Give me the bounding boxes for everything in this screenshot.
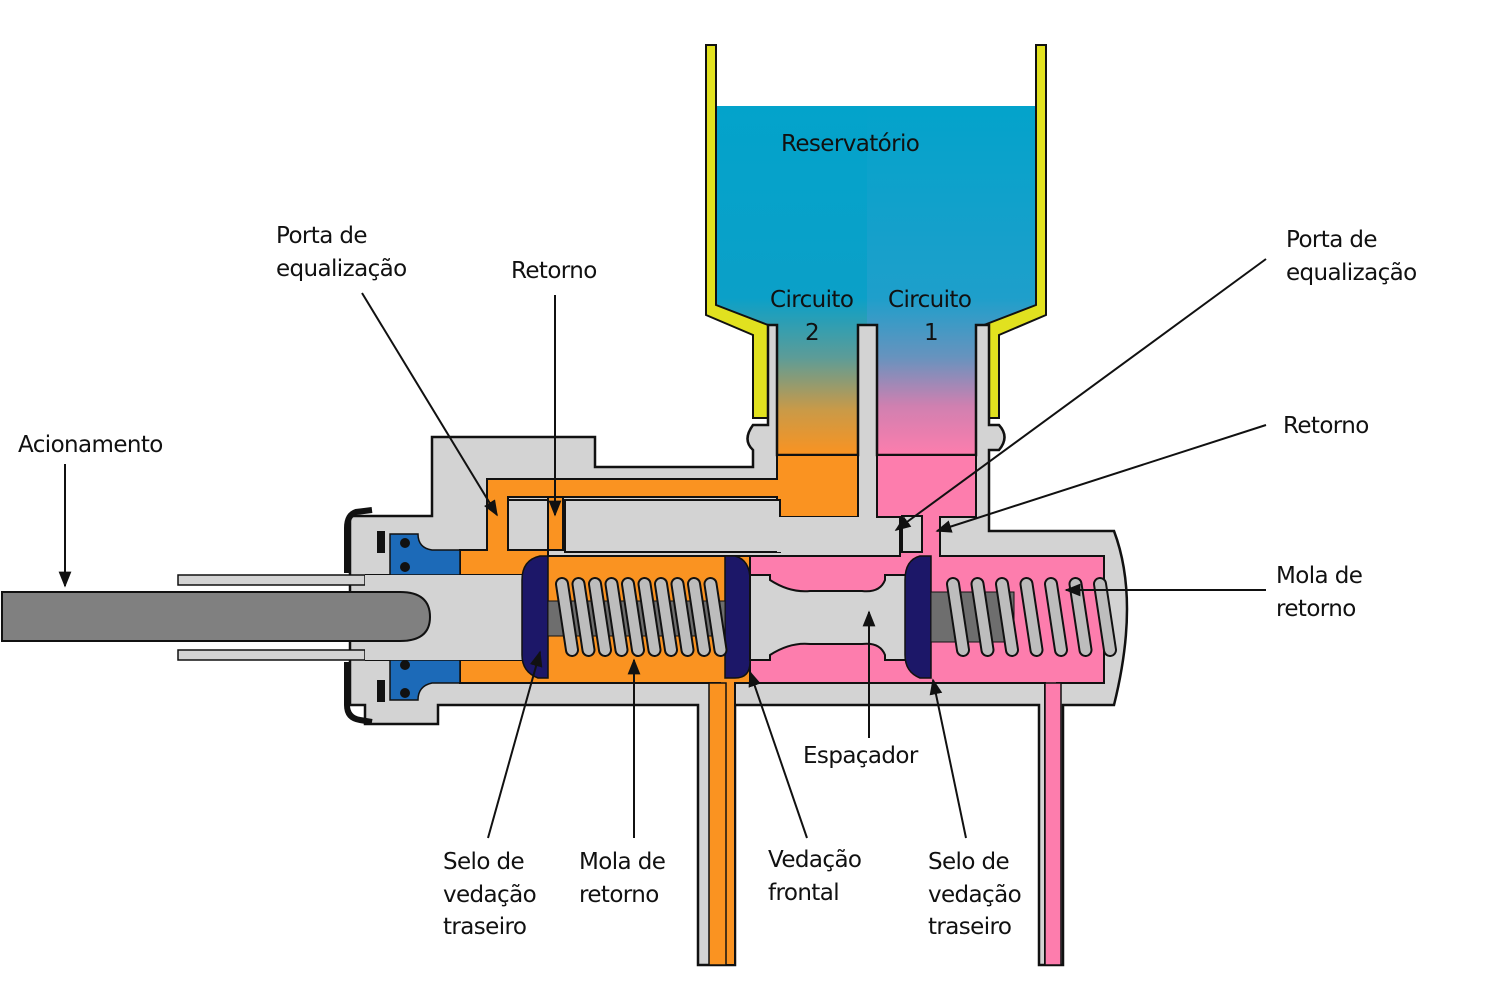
leader-porta-eq-right <box>894 258 1267 531</box>
primary-return-spring <box>547 577 728 657</box>
secondary-spring-coil <box>1021 579 1042 655</box>
pushrod <box>1 591 432 642</box>
label-circuito-1: Circuito <box>888 287 971 313</box>
label-retorno-right: Retorno <box>1283 413 1369 439</box>
reservoir <box>705 44 1047 455</box>
o-ring <box>400 538 410 548</box>
label-mola-bottom-2: retorno <box>579 882 659 908</box>
primary-spring-coil <box>606 579 627 655</box>
primary-spring-coil <box>573 579 594 655</box>
secondary-spring-coil <box>997 579 1017 655</box>
reservoir-fluid-circuit-1 <box>867 106 1036 455</box>
label-selo-right-3: traseiro <box>928 914 1011 940</box>
label-selo-right-1: Selo de <box>928 849 1009 875</box>
circuit-1-outlet <box>1044 682 1062 966</box>
secondary-spring-coil <box>1095 579 1115 655</box>
label-porta-eq-left-2: equalização <box>276 256 407 282</box>
reservoir-wall-left <box>705 44 769 419</box>
secondary-spring-coil <box>972 579 993 655</box>
label-circuito-2: Circuito <box>770 287 853 313</box>
o-ring <box>400 562 410 572</box>
label-selo-left-3: traseiro <box>443 914 526 940</box>
label-selo-left-1: Selo de <box>443 849 524 875</box>
primary-spring-coil <box>705 579 726 655</box>
label-espacador: Espaçador <box>803 743 919 769</box>
primary-spring-coil <box>639 579 660 655</box>
label-reservatorio: Reservatório <box>781 131 919 157</box>
label-porta-eq-right-2: equalização <box>1286 260 1417 286</box>
leader-vedacao-frontal <box>748 670 808 839</box>
primary-spring-coil <box>557 579 577 655</box>
leader-porta-eq-left <box>361 292 498 517</box>
label-acionamento: Acionamento <box>18 432 163 458</box>
label-mola-bottom-1: Mola de <box>579 849 665 875</box>
leader-retorno-right <box>935 424 1267 533</box>
o-ring <box>400 660 410 670</box>
secondary-spring-coil <box>1046 579 1066 655</box>
primary-spring-coil <box>672 579 693 655</box>
circuit-2-outlet <box>708 682 727 966</box>
secondary-rear-seal <box>904 555 932 679</box>
housing-land-4 <box>901 515 923 553</box>
label-selo-left-2: vedação <box>443 882 536 908</box>
primary-spring-coil <box>656 579 676 655</box>
label-vedacao-frontal-1: Vedação <box>768 847 861 873</box>
secondary-spring-coil <box>948 579 968 655</box>
leader-selo-right <box>929 678 967 839</box>
housing-land-2 <box>564 499 781 553</box>
primary-rear-seal <box>521 555 549 679</box>
primary-spring-coil <box>689 579 709 655</box>
housing-land <box>507 499 549 551</box>
pushrod-assembly <box>1 574 525 661</box>
label-porta-eq-left-1: Porta de <box>276 223 367 249</box>
label-circuito-1-number: 1 <box>924 320 938 346</box>
reservoir-wall-right <box>983 44 1047 419</box>
leader-selo-left <box>487 650 543 839</box>
housing-land-3 <box>777 517 877 552</box>
cap-clip-bottom <box>377 680 385 702</box>
label-vedacao-frontal-2: frontal <box>768 880 839 906</box>
primary-spring-coil <box>590 579 610 655</box>
label-circuito-2-number: 2 <box>805 320 819 346</box>
label-selo-right-2: vedação <box>928 882 1021 908</box>
primary-front-seal <box>724 555 751 679</box>
label-retorno-left: Retorno <box>511 258 597 284</box>
label-porta-eq-right-1: Porta de <box>1286 227 1377 253</box>
labels: Reservatório Circuito 2 Circuito 1 Acion… <box>18 131 1417 940</box>
cap-clip-top <box>377 531 385 553</box>
leader-lines <box>58 258 1267 839</box>
o-ring <box>400 688 410 698</box>
end-cap <box>344 507 373 725</box>
label-mola-right-1: Mola de <box>1276 563 1362 589</box>
reservoir-fluid-circuit-2 <box>716 106 867 455</box>
bushing <box>389 533 461 701</box>
label-mola-right-2: retorno <box>1276 596 1356 622</box>
primary-spring-coil <box>623 579 643 655</box>
